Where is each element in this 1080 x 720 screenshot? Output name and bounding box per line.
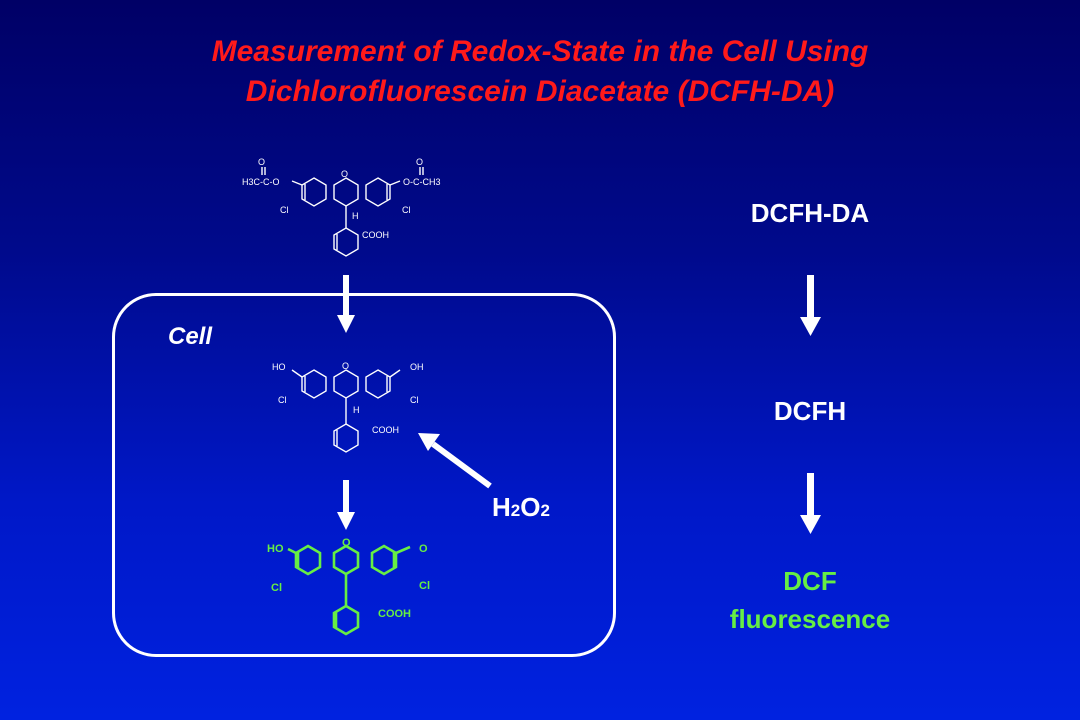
h2o2-arrow <box>418 433 492 489</box>
pathway-dcfh: DCFH <box>773 396 847 426</box>
mid-cooh: COOH <box>372 425 399 435</box>
top-h: H <box>352 211 359 221</box>
dcf-keto-o: O <box>419 543 428 555</box>
arrow-down-2 <box>337 480 355 530</box>
dcfh-da-structure <box>261 167 424 257</box>
mid-ring-o: O <box>342 361 349 371</box>
top-cl-right: Cl <box>402 205 411 215</box>
h2o2-label: H2O2 <box>492 492 550 522</box>
top-carbonyl-o-left: O <box>258 157 265 167</box>
title-line-2: Dichlorofluorescein Diacetate (DCFH-DA) <box>245 75 835 108</box>
mid-cl-right: Cl <box>410 395 419 405</box>
arrow-down-1 <box>337 275 355 333</box>
cell-boundary <box>112 293 616 657</box>
pathway-arrow-2 <box>800 473 821 534</box>
pathway-dcf-fluorescence: DCF fluorescence <box>690 562 930 638</box>
dcf-label: DCF <box>783 566 837 596</box>
dcf-structure <box>287 544 411 636</box>
cell-label: Cell <box>168 323 213 350</box>
dcf-ring-o: O <box>342 537 351 549</box>
mid-oh: OH <box>410 362 424 372</box>
mid-cl-left: Cl <box>278 395 287 405</box>
top-acetyl-right: O-C-CH3 <box>403 177 441 187</box>
top-cl-left: Cl <box>280 205 289 215</box>
dcf-ho: HO <box>267 543 284 555</box>
mid-ho: HO <box>272 362 286 372</box>
pathway-arrow-1 <box>800 275 821 336</box>
dcfh-structure <box>291 369 401 453</box>
dcf-cl-right: Cl <box>419 580 430 592</box>
mid-h: H <box>353 405 360 415</box>
pathway-dcfh-da: DCFH-DA <box>750 198 870 228</box>
dcf-cl-left: Cl <box>271 582 282 594</box>
slide-title: Measurement of Redox-State in the Cell U… <box>0 32 1080 112</box>
top-carbonyl-o-right: O <box>416 157 423 167</box>
dcf-cooh: COOH <box>378 608 411 620</box>
title-line-1: Measurement of Redox-State in the Cell U… <box>211 35 869 68</box>
fluorescence-label: fluorescence <box>729 604 891 634</box>
top-ring-o: O <box>341 169 348 179</box>
top-cooh: COOH <box>362 230 389 240</box>
top-acetyl-left: H3C-C-O <box>242 177 280 187</box>
